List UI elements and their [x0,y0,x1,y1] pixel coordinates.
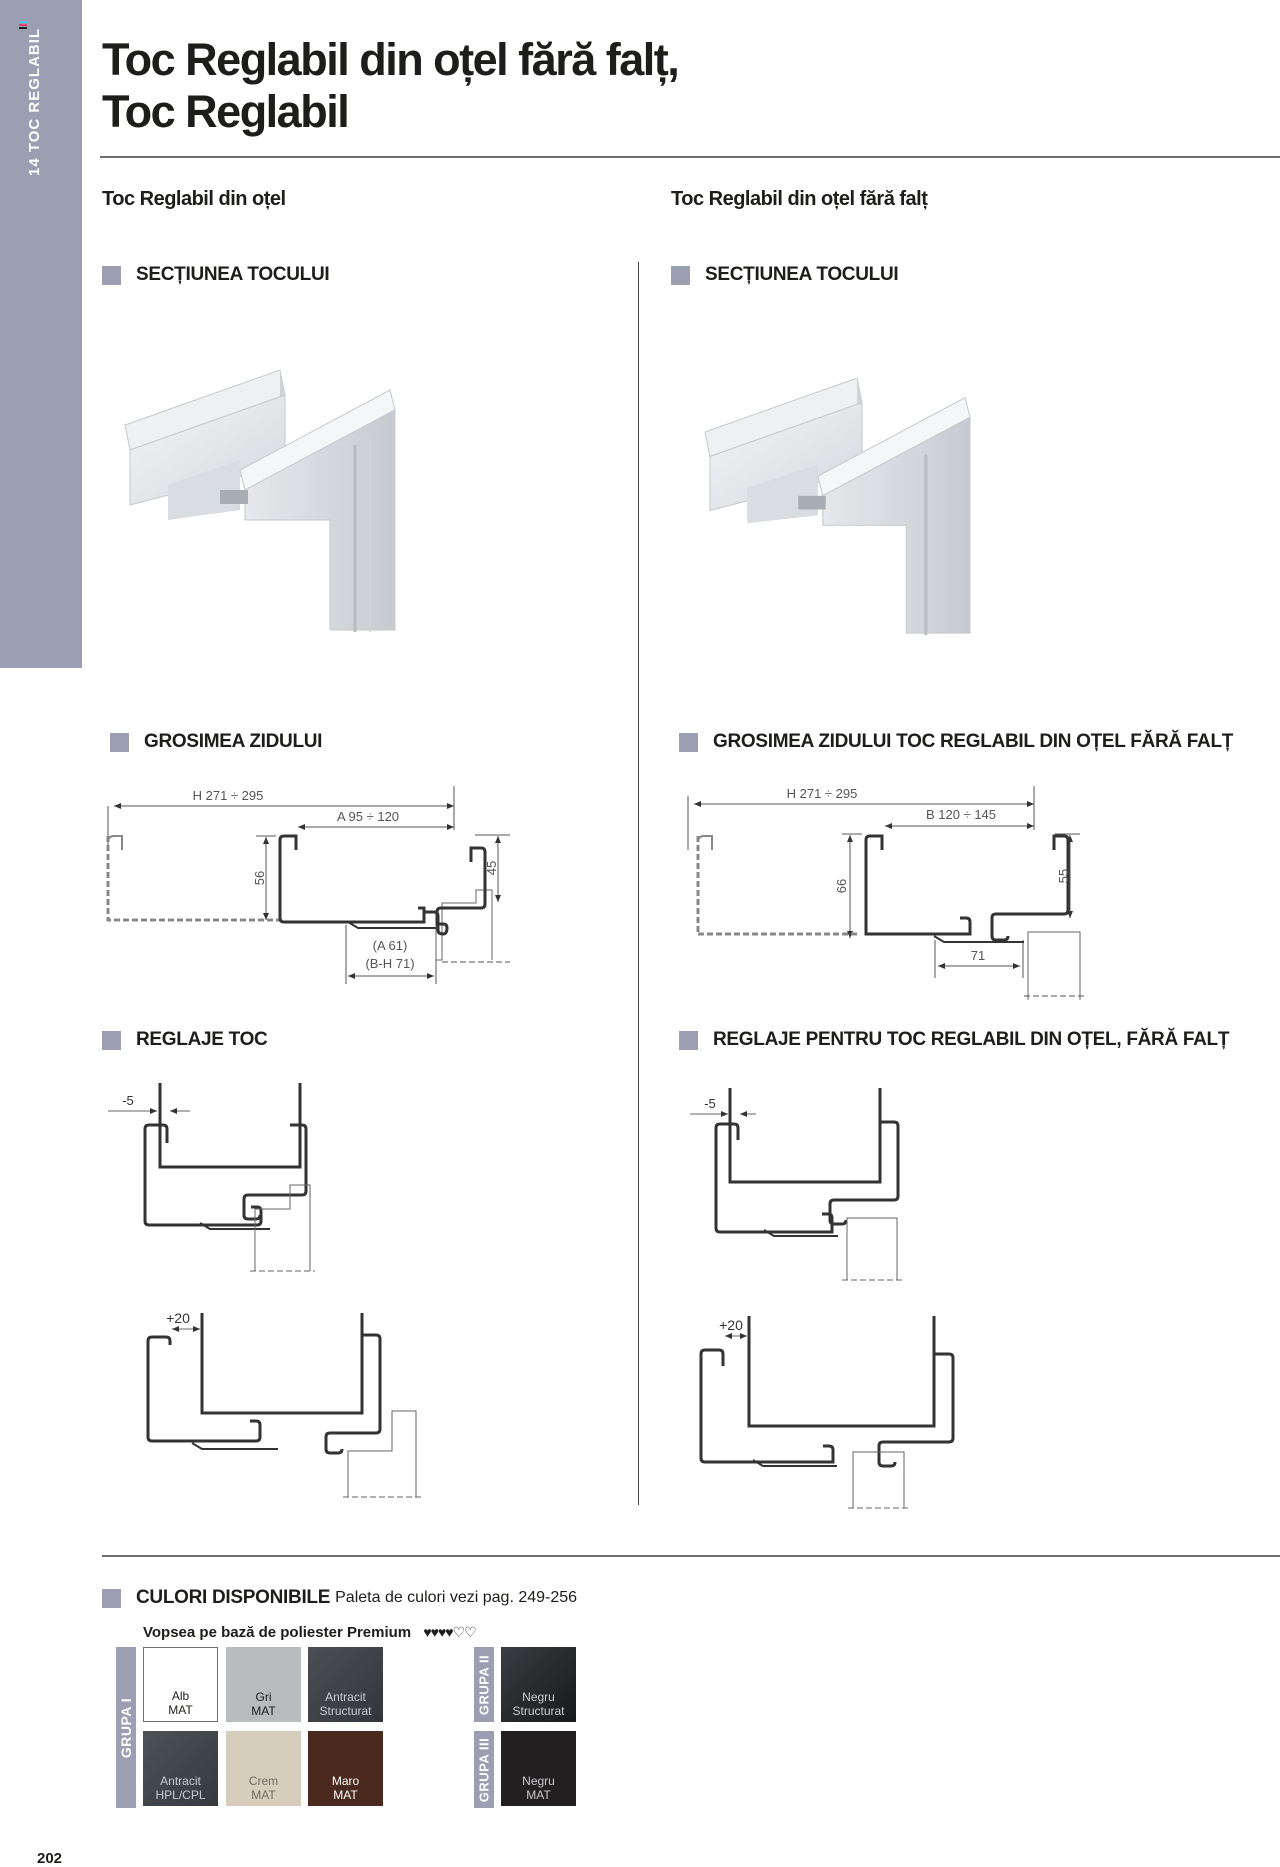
group-1-label: GRUPA I [116,1647,136,1808]
frame-render-left [124,370,396,632]
svg-text:55: 55 [1056,869,1071,883]
section-marker-icon [102,1030,121,1050]
left-column-heading: Toc Reglabil din oțel [102,188,286,210]
section-marker-icon [102,1588,121,1608]
section-marker-icon [679,732,698,752]
svg-text:B 120 ÷ 145: B 120 ÷ 145 [926,807,996,822]
rating-hearts-icon: ♥♥♥♥♡♡ [423,1624,476,1640]
page-number: 202 [37,1850,63,1867]
group-2-label: GRUPA II [474,1647,494,1722]
svg-text:H 271 ÷ 295: H 271 ÷ 295 [193,788,264,803]
svg-text:71: 71 [971,948,985,963]
frame-render-right [704,378,971,636]
adjust-plus-diagram-right: +20 [699,1316,955,1509]
adjust-plus-diagram-left: +20 [146,1310,421,1498]
paint-label: Vopsea pe bază de poliester Premium [143,1624,412,1641]
section-marker-icon [679,1030,698,1050]
right-column-heading: Toc Reglabil din oțel fără falț [671,188,928,210]
colors-note: Paleta de culori vezi pag. 249-256 [335,1589,578,1606]
section-adjust-right: REGLAJE PENTRU TOC REGLABIL DIN OȚEL, FĂ… [679,1029,1229,1051]
chapter-sidebar: 14 TOC REGLABIL [0,0,82,668]
title-line-1: Toc Reglabil din oțel fără falț, [102,34,680,85]
svg-text:66: 66 [834,879,849,893]
svg-text:-5: -5 [704,1096,716,1111]
svg-text:A 95 ÷ 120: A 95 ÷ 120 [337,809,399,824]
section-frame-left: SECȚIUNEA TOCULUI [102,264,330,286]
paint-label-row: Vopsea pe bază de poliester Premium ♥♥♥♥… [143,1624,477,1641]
svg-text:+20: +20 [719,1317,743,1333]
adjust-minus-diagram-right: -5 [690,1088,902,1281]
title-line-2: Toc Reglabil [102,86,350,137]
wall-thickness-diagram-left: H 271 ÷ 295 A 95 ÷ 120 56 45 (A 61) (B-H… [106,786,510,984]
section-marker-icon [102,265,121,285]
svg-text:H 271 ÷ 295: H 271 ÷ 295 [787,786,858,801]
section-marker-icon [110,732,129,752]
svg-text:(B-H 71): (B-H 71) [365,956,414,971]
color-bar-icon [19,21,27,30]
wall-thickness-diagram-right: H 271 ÷ 295 B 120 ÷ 145 66 55 71 [687,786,1086,1000]
section-marker-icon [671,265,690,285]
colors-heading: CULORI DISPONIBILE Paleta de culori vezi… [102,1587,577,1609]
section-wall-left: GROSIMEA ZIDULUI [110,731,322,753]
chapter-label: 14 TOC REGLABIL [26,27,43,176]
page-title: Toc Reglabil din oțel fără falț, Toc Reg… [102,34,680,138]
svg-text:45: 45 [484,861,499,875]
colors-divider [102,1555,1280,1557]
svg-text:(A 61): (A 61) [373,938,408,953]
section-frame-right: SECȚIUNEA TOCULUI [671,264,899,286]
title-divider [100,156,1280,158]
group-3-label: GRUPA III [474,1731,494,1808]
adjust-minus-diagram-left: -5 [108,1083,315,1272]
svg-text:+20: +20 [166,1310,190,1326]
section-wall-right: GROSIMEA ZIDULUI TOC REGLABIL DIN OȚEL F… [679,731,1233,753]
section-adjust-left: REGLAJE TOC [102,1029,268,1051]
column-divider [638,262,639,1505]
svg-text:56: 56 [252,871,267,885]
svg-text:-5: -5 [122,1093,134,1108]
